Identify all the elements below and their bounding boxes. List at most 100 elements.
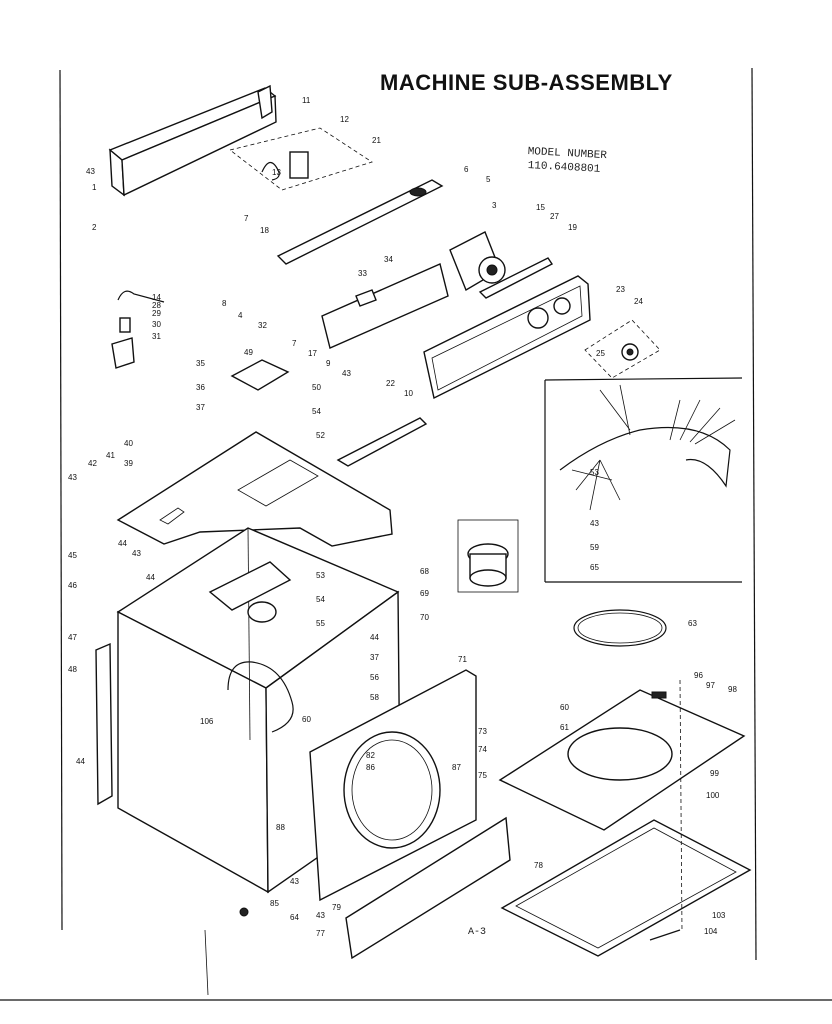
- callout-label: 48: [68, 665, 77, 674]
- callout-label: 60: [560, 703, 569, 712]
- callout-label: 22: [386, 379, 395, 388]
- wedge-bracket: [336, 417, 428, 467]
- callout-label: 74: [478, 745, 487, 754]
- callout-label: 88: [276, 823, 285, 832]
- callout-label: 43: [68, 473, 77, 482]
- callout-label: 71: [458, 655, 467, 664]
- diagram-title: MACHINE SUB-ASSEMBLY: [380, 70, 673, 95]
- callout-label: 44: [146, 573, 155, 582]
- callout-label: 43: [316, 911, 325, 920]
- callout-label: 44: [370, 633, 379, 642]
- callout-label: 87: [452, 763, 461, 772]
- callout-label: 4: [238, 311, 243, 320]
- callout-label: 7: [244, 214, 249, 223]
- callout-label: 97: [706, 681, 715, 690]
- switch-parts: [111, 290, 165, 369]
- callout-label: 60: [302, 715, 311, 724]
- callout-label: 73: [478, 727, 487, 736]
- callout-label: 24: [634, 297, 643, 306]
- callout-label: 75: [478, 771, 487, 780]
- callout-label: 33: [358, 269, 367, 278]
- callout-label: 47: [68, 633, 77, 642]
- support-rod: [276, 179, 444, 265]
- callout-label: 99: [710, 769, 719, 778]
- callout-label: 18: [260, 226, 269, 235]
- callout-label: 32: [258, 321, 267, 330]
- callout-label: 12: [340, 115, 349, 124]
- callout-label: 43: [86, 167, 95, 176]
- callout-label: 21: [372, 136, 381, 145]
- top-lid: [498, 689, 746, 831]
- control-panel: [321, 263, 449, 349]
- callout-label: 43: [290, 877, 299, 886]
- callout-label: 10: [404, 389, 413, 398]
- page-reference: A-3: [468, 927, 487, 938]
- base-frame: [500, 819, 752, 957]
- callout-label: 9: [326, 359, 331, 368]
- kick-panel: [345, 816, 511, 960]
- front-console-panel: [423, 275, 591, 400]
- callout-label: 56: [370, 673, 379, 682]
- callout-label: 69: [420, 589, 429, 598]
- callout-label: 17: [308, 349, 317, 358]
- callout-label: 43: [590, 519, 599, 528]
- callout-label: 85: [270, 899, 279, 908]
- timer-motor: [449, 231, 506, 292]
- callout-label: 1: [92, 183, 97, 192]
- right-border-line: [751, 67, 757, 961]
- cut-mark: [204, 929, 209, 996]
- console-top-bar: [108, 84, 277, 197]
- callout-label: 31: [152, 332, 161, 341]
- door-seal-ring: [573, 609, 667, 647]
- callout-label: 53: [316, 571, 325, 580]
- callout-label: 43: [132, 549, 141, 558]
- callout-label: 23: [616, 285, 625, 294]
- callout-label: 39: [124, 459, 133, 468]
- callout-label: 79: [332, 903, 341, 912]
- callout-label: 106: [200, 717, 214, 726]
- callout-label: 44: [76, 757, 85, 766]
- callout-label: 78: [534, 861, 543, 870]
- callout-label: 43: [342, 369, 351, 378]
- callout-label: 42: [88, 459, 97, 468]
- callout-label: 70: [420, 613, 429, 622]
- drain-rod: [649, 929, 681, 941]
- pump-assembly: [457, 519, 519, 593]
- callout-label: 44: [118, 539, 127, 548]
- callout-label: 28: [152, 301, 161, 310]
- leveling-foot: [239, 907, 249, 917]
- callout-label: 11: [302, 96, 311, 105]
- callout-label: 25: [596, 349, 605, 358]
- callout-label: 15: [536, 203, 545, 212]
- wire-harness-inset: [544, 377, 743, 583]
- callout-label: 6: [464, 165, 469, 174]
- callout-label: 34: [384, 255, 393, 264]
- callout-label: 8: [222, 299, 227, 308]
- callout-label: 104: [704, 927, 718, 936]
- callout-label: 103: [712, 911, 726, 920]
- callout-label: 5: [486, 175, 491, 184]
- callout-label: 77: [316, 929, 325, 938]
- callout-label: 36: [196, 383, 205, 392]
- callout-label: 100: [706, 791, 720, 800]
- callout-label: 30: [152, 320, 161, 329]
- control-knob: [584, 319, 661, 379]
- callout-label: 98: [728, 685, 737, 694]
- left-side-strip: [95, 642, 113, 806]
- callout-label: 61: [560, 723, 569, 732]
- callout-label: 53: [590, 468, 599, 477]
- cover-plate: [230, 359, 290, 391]
- callout-label: 35: [196, 359, 205, 368]
- callout-label: 59: [590, 543, 599, 552]
- callout-label: 50: [312, 383, 321, 392]
- dispenser-bracket: [208, 561, 292, 623]
- callout-label: 82: [366, 751, 375, 760]
- callout-label: 46: [68, 581, 77, 590]
- callout-label: 13: [272, 168, 281, 177]
- left-border-line: [59, 69, 63, 931]
- callout-label: 3: [492, 201, 497, 210]
- control-rail: [478, 257, 554, 299]
- callout-label: 14: [152, 293, 161, 302]
